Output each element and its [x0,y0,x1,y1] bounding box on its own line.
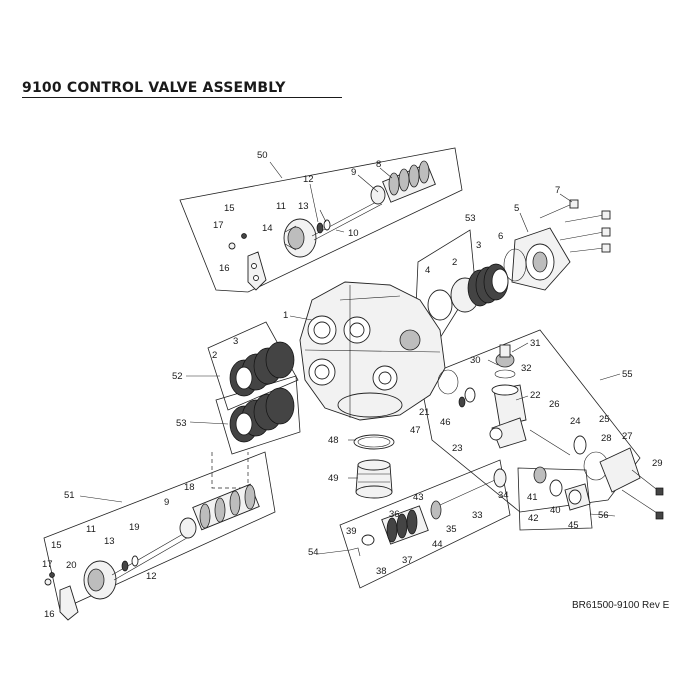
diagram-title: 9100 CONTROL VALVE ASSEMBLY [22,80,286,96]
callout-16-bottom: 16 [44,609,55,620]
seal-stack-top [427,263,509,321]
callout-29: 29 [652,458,663,469]
callout-18: 18 [184,482,195,493]
callout-43: 43 [413,492,424,503]
kit-51-outline [43,451,276,611]
callout-45: 45 [568,520,579,531]
callout-1: 1 [283,310,288,321]
callout-38: 38 [376,566,387,577]
callout-33: 33 [472,510,483,521]
callout-20: 20 [66,560,77,571]
callout-4: 4 [425,265,430,276]
callout-56: 56 [598,510,609,521]
callout-23: 23 [452,443,463,454]
callout-40: 40 [550,505,561,516]
callout-14: 14 [262,223,273,234]
kit-54-parts [349,468,507,557]
callout-31: 31 [530,338,541,349]
callout-7: 7 [555,185,560,196]
title-underline [22,97,342,98]
callout-11: 11 [276,201,286,212]
callout-27: 27 [622,431,633,442]
callout-10: 10 [348,228,359,239]
callout-42: 42 [528,513,539,524]
callout-17-bottom: 17 [42,559,53,570]
kit-54-outline [339,459,511,589]
callout-41: 41 [527,492,538,503]
callout-6: 6 [498,231,503,242]
callout-55: 55 [622,369,633,380]
end-cap [503,227,571,291]
callout-39: 39 [346,526,357,537]
callout-52: 52 [172,371,183,382]
callout-30: 30 [470,355,481,366]
callout-51: 51 [64,490,75,501]
leader-lines [79,161,621,555]
callout-2: 2 [452,257,457,268]
kit-52-outline [207,321,299,411]
callout-25: 25 [599,414,610,425]
guide-dashed [211,452,249,489]
drawing-reference: BR61500-9100 Rev E [572,600,670,611]
callout-49: 49 [328,473,339,484]
callout-48: 48 [328,435,339,446]
seal-stack-left [229,341,295,443]
callout-16: 16 [219,263,230,274]
callout-3-left: 3 [233,336,238,347]
callout-15-bottom: 15 [51,540,62,551]
callout-11-bottom: 11 [86,524,96,535]
callout-35: 35 [446,524,457,535]
callout-28: 28 [601,433,612,444]
callout-9-bottom: 9 [164,497,169,508]
callout-46: 46 [440,417,451,428]
callout-36: 36 [389,509,400,520]
adapter-assembly [437,344,664,520]
callout-21: 21 [419,407,430,418]
piston-assembly-top [228,160,436,291]
callout-13-bottom: 13 [104,536,115,547]
callout-9: 9 [351,167,356,178]
callout-12-bottom: 12 [146,571,157,582]
callout-22: 22 [530,390,541,401]
callout-13: 13 [298,201,309,212]
kit-56-outline [517,467,593,531]
callout-44: 44 [432,539,443,550]
bottom-cylinder [353,434,395,499]
callout-8: 8 [376,159,381,170]
callout-47: 47 [410,425,421,436]
callout-32: 32 [521,363,532,374]
callout-2-left: 2 [212,350,217,361]
kit-50-outline [179,147,463,293]
callout-50: 50 [257,150,268,161]
callout-3: 3 [476,240,481,251]
callout-19: 19 [129,522,140,533]
callout-37: 37 [402,555,413,566]
callout-26: 26 [549,399,560,410]
callout-54: 54 [308,547,319,558]
callout-labels: 50 9 8 12 13 10 11 15 17 14 16 7 5 53 3 … [42,150,663,620]
callout-15: 15 [224,203,235,214]
kit-55-outline [419,329,641,513]
callout-53-left: 53 [176,418,187,429]
callout-53: 53 [465,213,476,224]
piston-assembly-bottom [44,483,260,621]
bolts [539,199,611,253]
callout-34: 34 [498,490,509,501]
callout-24: 24 [570,416,581,427]
callout-12: 12 [303,174,314,185]
callout-5: 5 [514,203,519,214]
callout-17: 17 [213,220,224,231]
kit-56-parts [533,466,591,511]
valve-body [299,281,446,421]
